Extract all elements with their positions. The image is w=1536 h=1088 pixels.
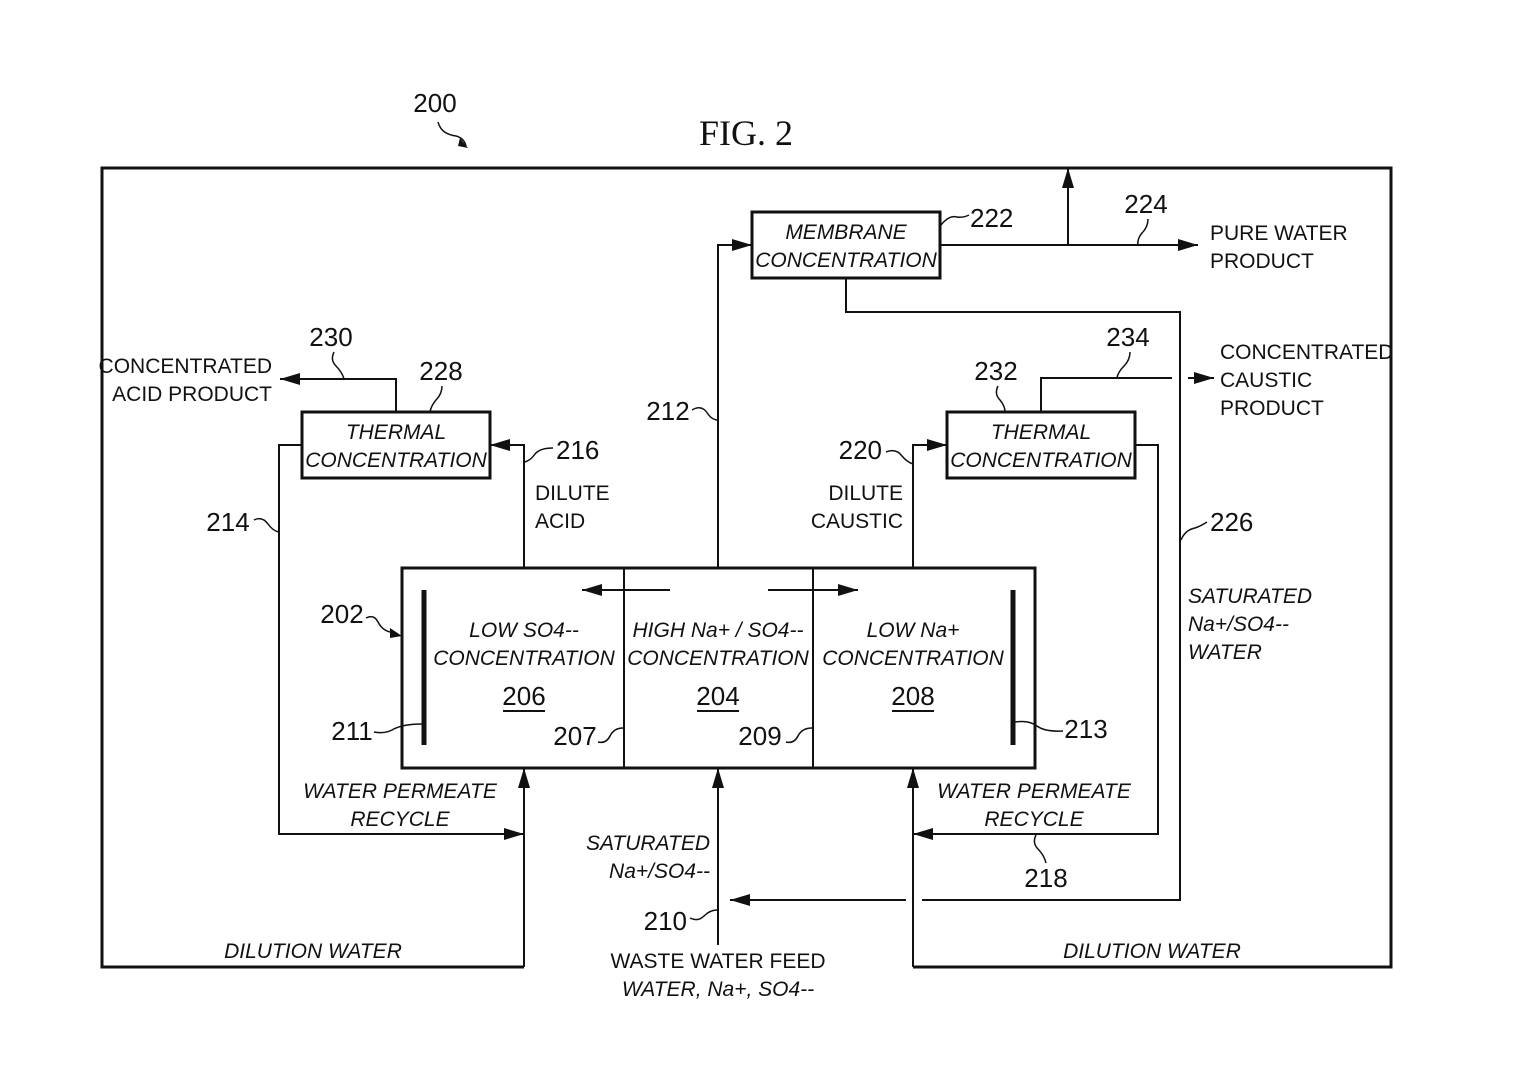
dilute-acid-line1: DILUTE	[535, 482, 610, 505]
dilute-caustic-line2: CAUSTIC	[811, 510, 903, 533]
thermal-acid-ref-label: 228	[419, 356, 462, 386]
saturated-return-line2: Na+/SO4--	[1188, 613, 1289, 636]
membrane-ref-leader	[940, 214, 970, 226]
acid-recycle-ref-label: 214	[206, 507, 249, 537]
saturated-return-ref-label: 226	[1210, 507, 1253, 537]
permeate-left-line2: RECYCLE	[350, 808, 450, 831]
anion-membrane-ref-leader	[597, 727, 624, 744]
compartment-208-line1: LOW Na+	[867, 619, 960, 642]
membrane-block-line2: CONCENTRATION	[755, 249, 937, 272]
saturated-feed-line2: Na+/SO4--	[609, 860, 710, 883]
thermal-concentration-acid-block[interactable]: THERMAL CONCENTRATION	[300, 410, 492, 480]
compartment-208-line2: CONCENTRATION	[822, 647, 1004, 670]
saturated-return-line1: SATURATED	[1188, 585, 1312, 608]
compartment-204-line1: HIGH Na+ / SO4--	[633, 619, 804, 642]
caustic-recycle-ref-label: 218	[1024, 863, 1067, 893]
membrane-ref-label: 222	[970, 203, 1013, 233]
anion-membrane-ref-label: 207	[553, 721, 596, 751]
thermal-caustic-line2: CONCENTRATION	[950, 449, 1132, 472]
permeate-right-line2: RECYCLE	[984, 808, 1084, 831]
system-ref-label: 200	[413, 88, 456, 118]
to-membrane-stream	[717, 239, 752, 568]
permeate-left-line1: WATER PERMEATE	[303, 780, 498, 803]
feed-label-line1: WASTE WATER FEED	[610, 950, 825, 973]
system-ref-arrowhead-icon	[458, 138, 468, 148]
membrane-concentration-block[interactable]: MEMBRANE CONCENTRATION	[750, 210, 942, 280]
dilute-acid-ref-label: 216	[556, 435, 599, 465]
conc-acid-label-line1: CONCENTRATED	[99, 355, 272, 378]
cell-ref-leader	[365, 615, 391, 633]
compartment-204-ref: 204	[696, 681, 739, 711]
saturated-return-ref-leader	[1180, 521, 1208, 541]
compartment-204-line2: CONCENTRATION	[627, 647, 809, 670]
compartment-206-line1: LOW SO4--	[469, 619, 579, 642]
permeate-right-line1: WATER PERMEATE	[937, 780, 1132, 803]
compartment-206: LOW SO4-- CONCENTRATION 206	[433, 619, 616, 712]
outer-dilution-loop	[100, 166, 1393, 969]
thermal-caustic-ref-label: 232	[974, 356, 1017, 386]
caustic-recycle-ref-leader	[1033, 834, 1047, 864]
cell-ref-label: 202	[320, 599, 363, 629]
pure-water-ref-leader	[1137, 218, 1149, 246]
saturated-return-line3: WATER	[1188, 641, 1262, 664]
acid-recycle-ref-leader	[253, 517, 280, 533]
conc-acid-label-line2: ACID PRODUCT	[112, 383, 272, 406]
right-electrode-ref-leader	[1014, 720, 1064, 732]
acid-permeate-recycle-stream	[278, 444, 524, 840]
thermal-acid-line1: THERMAL	[346, 421, 446, 444]
conc-caustic-line3: PRODUCT	[1220, 397, 1324, 420]
concentrated-acid-stream	[280, 373, 397, 412]
saturated-return-stream	[845, 278, 1181, 901]
dilution-right-label: DILUTION WATER	[1063, 940, 1241, 963]
conc-acid-ref-label: 230	[309, 322, 352, 352]
conc-acid-ref-leader	[331, 351, 345, 380]
membrane-block-line1: MEMBRANE	[785, 221, 907, 244]
concentrated-caustic-stream	[1040, 377, 1172, 412]
saturated-feed-line1: SATURATED	[586, 832, 710, 855]
thermal-acid-line2: CONCENTRATION	[305, 449, 487, 472]
cation-membrane-ref-label: 209	[738, 721, 781, 751]
compartment-204: HIGH Na+ / SO4-- CONCENTRATION 204	[627, 619, 810, 712]
caustic-permeate-recycle-stream	[913, 444, 1159, 840]
thermal-acid-ref-leader	[429, 385, 443, 413]
cation-membrane-ref-leader	[785, 727, 813, 744]
conc-caustic-ref-label: 234	[1106, 322, 1149, 352]
compartment-208-ref: 208	[891, 681, 934, 711]
pure-water-label-line1: PURE WATER	[1210, 222, 1348, 245]
compartment-206-ref: 206	[502, 681, 545, 711]
pure-water-ref-label: 224	[1124, 189, 1167, 219]
to-membrane-ref-label: 212	[646, 396, 689, 426]
to-membrane-ref-leader	[691, 407, 719, 421]
dilute-caustic-ref-leader	[885, 449, 914, 465]
left-electrode-ref-leader	[373, 723, 423, 734]
conc-caustic-line2: CAUSTIC	[1220, 369, 1312, 392]
dilute-acid-ref-leader	[524, 447, 554, 463]
electrodialysis-cell[interactable]	[400, 566, 1037, 770]
feed-label-line2: WATER, Na+, SO4--	[622, 978, 814, 1001]
thermal-concentration-caustic-block[interactable]: THERMAL CONCENTRATION	[945, 410, 1137, 480]
compartment-206-line2: CONCENTRATION	[433, 647, 615, 670]
dilute-caustic-ref-label: 220	[839, 435, 882, 465]
system-ref-leader	[437, 121, 467, 147]
conc-caustic-line1: CONCENTRATED	[1220, 341, 1393, 364]
feed-ref-leader	[689, 909, 718, 921]
right-electrode-ref-label: 213	[1064, 714, 1107, 744]
dilution-left-label: DILUTION WATER	[224, 940, 402, 963]
thermal-caustic-line1: THERMAL	[991, 421, 1091, 444]
conc-caustic-ref-leader	[1116, 351, 1131, 379]
dilute-caustic-stream	[912, 439, 947, 568]
left-electrode-ref-label: 211	[331, 716, 372, 746]
thermal-caustic-ref-leader	[995, 385, 1006, 413]
cell-ref-arrowhead-icon	[390, 628, 402, 638]
dilute-caustic-line1: DILUTE	[828, 482, 903, 505]
figure-title: FIG. 2	[699, 113, 793, 153]
dilute-acid-stream	[490, 439, 525, 568]
pure-water-label-line2: PRODUCT	[1210, 250, 1314, 273]
dilute-acid-line2: ACID	[535, 510, 585, 533]
feed-ref-label: 210	[644, 906, 687, 936]
compartment-208: LOW Na+ CONCENTRATION 208	[822, 619, 1005, 712]
